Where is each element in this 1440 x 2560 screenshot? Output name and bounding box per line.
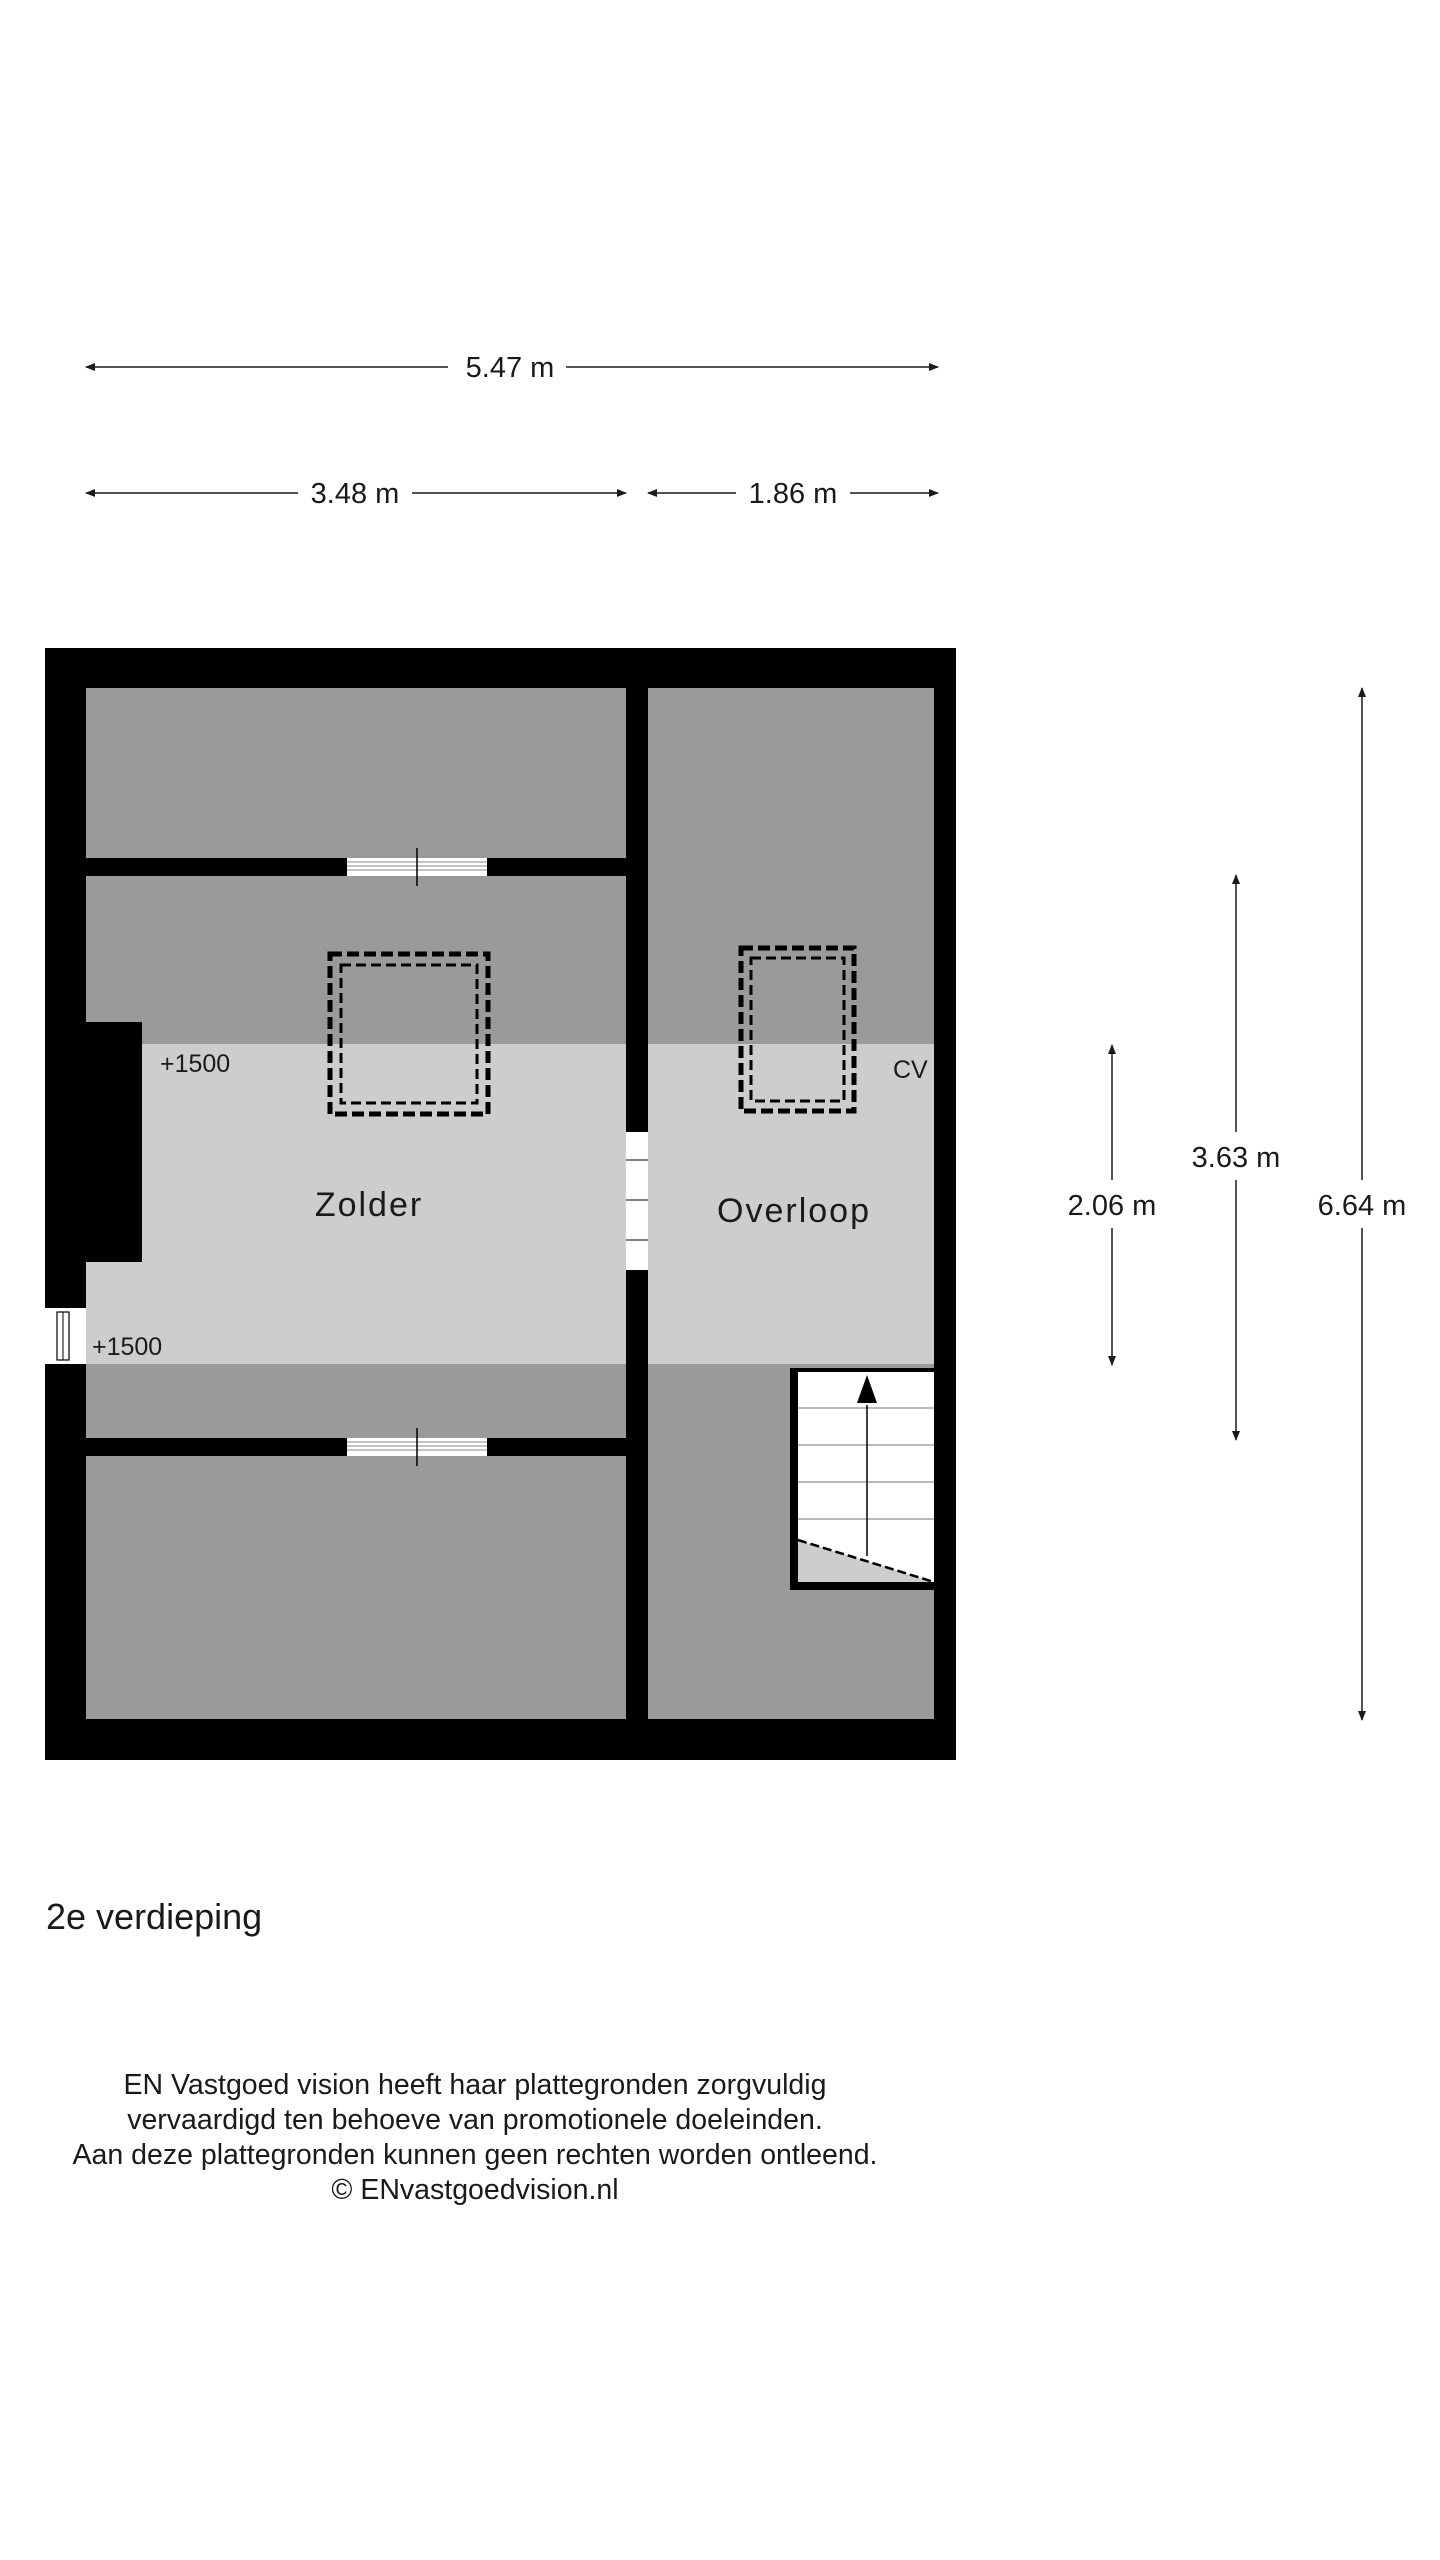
skylight-zolder-inner xyxy=(339,963,479,1105)
dimension-total-height: 6.64 m xyxy=(1318,687,1407,1721)
chimney xyxy=(86,1022,142,1262)
kneewall-door-top xyxy=(347,848,487,886)
dimension-label: 5.47 m xyxy=(466,352,555,384)
dimension-label: 3.48 m xyxy=(311,478,400,510)
skylight-overloop xyxy=(738,945,857,1114)
floor-zolder-bottom-low xyxy=(86,1456,626,1719)
dimension-headroom-height: 2.06 m xyxy=(1068,1044,1157,1366)
dimension-total-width: 5.47 m xyxy=(85,352,939,384)
staircase xyxy=(790,1368,938,1590)
floor-zolder-main-low-lower xyxy=(86,1364,626,1438)
height-mark-lower: +1500 xyxy=(92,1333,162,1361)
dimension-left-width: 3.48 m xyxy=(85,478,627,510)
dimension-label: 6.64 m xyxy=(1318,1190,1407,1222)
disclaimer: EN Vastgoed vision heeft haar plattegron… xyxy=(0,2068,950,2208)
floor-zolder-top-low xyxy=(86,688,626,858)
dimension-label: 3.63 m xyxy=(1192,1142,1281,1174)
disclaimer-line: Aan deze plattegronden kunnen geen recht… xyxy=(72,2139,878,2171)
kneewall-door-bottom xyxy=(347,1428,487,1466)
cv-label: CV xyxy=(893,1056,928,1084)
disclaimer-line: EN Vastgoed vision heeft haar plattegron… xyxy=(123,2069,827,2101)
window-left xyxy=(45,1308,86,1364)
dimension-label: 2.06 m xyxy=(1068,1190,1157,1222)
door-opening-interior xyxy=(626,1132,648,1270)
height-mark-upper: +1500 xyxy=(160,1050,230,1078)
skylight-overloop-inner xyxy=(749,956,846,1103)
room-label-overloop: Overloop xyxy=(717,1192,871,1230)
floor-zolder-main-low-upper xyxy=(86,876,626,1044)
floor-overloop-upper-low xyxy=(648,688,934,1044)
floor-title: 2e verdieping xyxy=(46,1896,263,1937)
floor-zolder-full-height xyxy=(86,1044,626,1364)
dimension-right-width: 1.86 m xyxy=(647,478,939,510)
floor-overloop-full-height xyxy=(648,1044,934,1364)
disclaimer-line: vervaardigd ten behoeve van promotionele… xyxy=(127,2104,823,2136)
skylight-zolder xyxy=(327,951,491,1117)
room-label-zolder: Zolder xyxy=(315,1186,423,1224)
dimension-mid-height: 3.63 m xyxy=(1192,874,1281,1441)
disclaimer-line: © ENvastgoedvision.nl xyxy=(331,2174,619,2206)
dimension-label: 1.86 m xyxy=(749,478,838,510)
